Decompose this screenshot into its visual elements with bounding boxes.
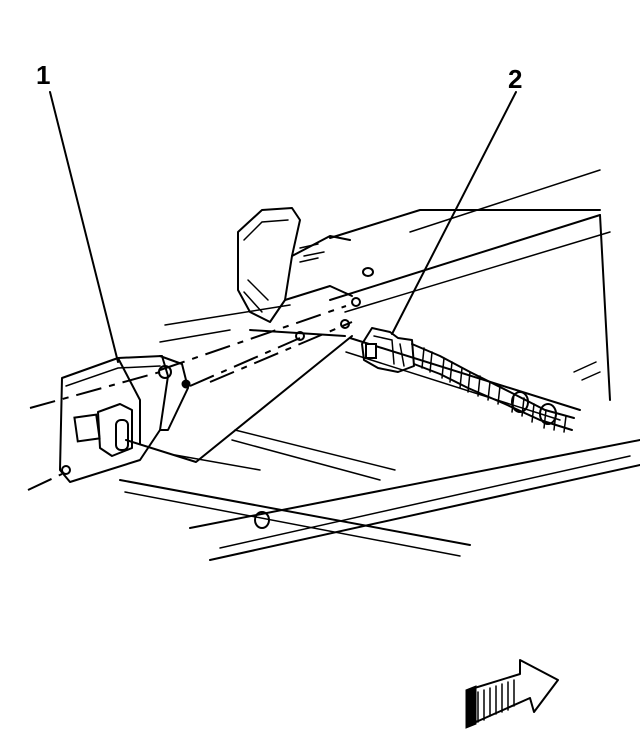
- leader-lines: [49, 91, 517, 363]
- callout-label-2: 2: [508, 64, 523, 94]
- module-unit: [59, 355, 191, 483]
- alignment-lines: [27, 305, 353, 491]
- callout-label-1: 1: [36, 60, 51, 90]
- forward-arrow-icon: [465, 659, 559, 729]
- wiring-harness: [361, 327, 575, 433]
- mounting-bracket: [237, 207, 374, 341]
- floor-panel: [119, 169, 640, 561]
